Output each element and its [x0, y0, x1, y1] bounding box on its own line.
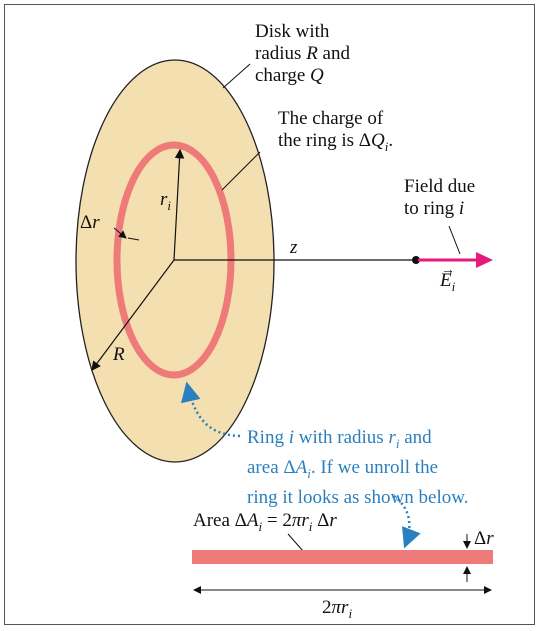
dr-pointer: [113, 227, 127, 239]
vector-arrow-glyph: →: [441, 263, 455, 278]
disk-label-line1: Disk with: [255, 21, 330, 42]
unroll-callout: [393, 495, 421, 549]
ring-charge-line2: the ring is ΔQi.: [278, 130, 394, 154]
area-label: Area ΔAi = 2πri Δr: [193, 510, 337, 534]
ring-charge-line1: The charge of: [278, 108, 384, 129]
ri-label: ri: [160, 189, 172, 213]
length-label: 2πri: [322, 597, 353, 621]
ring-charge-label: The charge of the ring is ΔQi.: [278, 108, 393, 158]
ring-charge-leader: [221, 151, 261, 191]
disk-label-line3: charge Q: [255, 65, 324, 86]
figure-frame: [4, 4, 535, 625]
ri-radius-line: [173, 148, 185, 261]
disk-label: Disk with radius R and charge Q: [255, 21, 350, 87]
dr-label: Δr: [80, 212, 100, 233]
field-label-line2: to ring i: [404, 198, 465, 219]
field-point: [412, 256, 420, 264]
field-label-line1: Field due: [404, 176, 476, 197]
strip-dr-label: Δr: [474, 528, 494, 549]
ring-callout: [181, 381, 241, 438]
unrolled-strip: [192, 550, 493, 564]
ring-callout-line1: Ring i with radius ri and: [247, 427, 432, 451]
z-label: z: [290, 237, 298, 258]
ring-callout-line3: ring it looks as shown below.: [247, 486, 469, 508]
disk: [75, 59, 275, 463]
R-radius-line: [91, 259, 175, 371]
ring-callout-label: Ring i with radius ri and area ΔAi. If w…: [247, 426, 468, 510]
area-leader: [287, 533, 304, 552]
field-leader: [448, 225, 461, 255]
dr-pointer-2: [127, 237, 140, 241]
field-label: Field due to ring i: [404, 176, 475, 220]
disk-leader: [222, 63, 251, 89]
field-arrow-head: [476, 252, 493, 268]
field-vector-label: →Ei: [440, 263, 455, 298]
R-label: R: [113, 344, 125, 365]
disk-label-line2: radius R and: [255, 43, 350, 64]
ring-callout-line2: area ΔAi. If we unroll the: [247, 456, 438, 481]
